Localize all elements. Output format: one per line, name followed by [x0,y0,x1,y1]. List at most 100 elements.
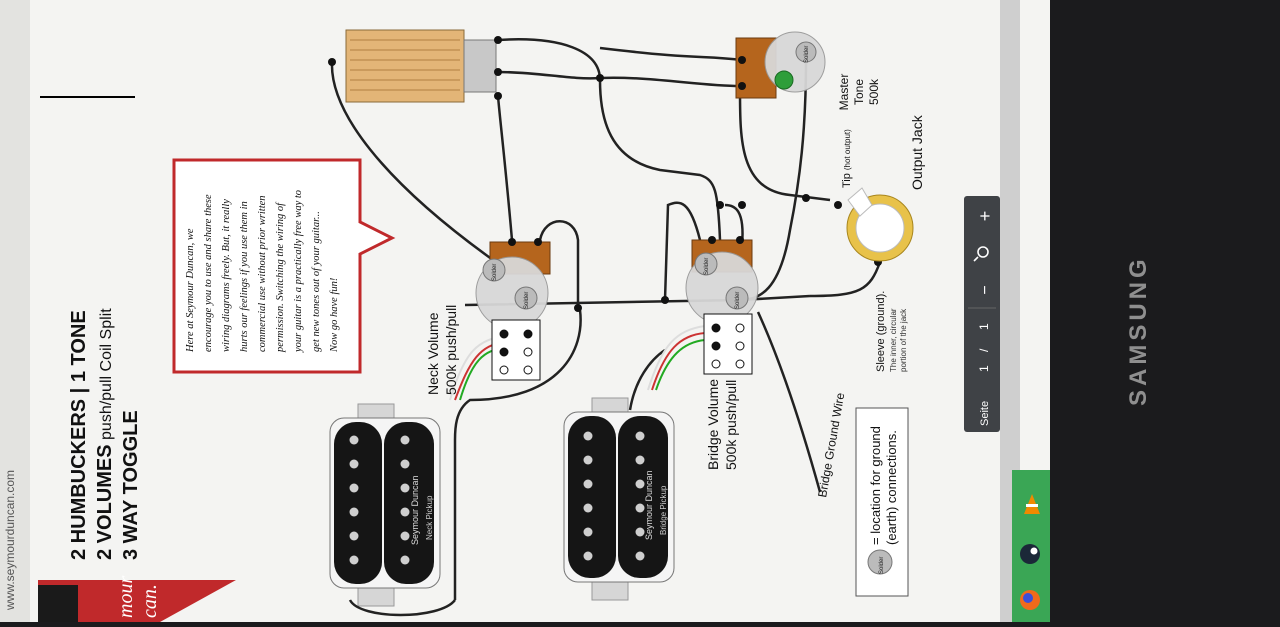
pole-piece [349,507,359,517]
solder-legend-icon [867,549,893,575]
pole-piece [635,455,645,465]
svg-text:Bridge Volume: Bridge Volume [705,379,721,470]
pole-piece [400,531,410,541]
vlc-icon[interactable] [1024,494,1040,514]
svg-text:permission. Switching the wiri: permission. Switching the wiring of [275,201,286,353]
svg-text:1: 1 [977,323,991,330]
pole-piece [583,479,593,489]
svg-text:= location for ground: = location for ground [868,426,883,545]
note-line: get new tones out of your guitar... [311,211,322,352]
svg-text:500k: 500k [867,78,881,105]
title-line-2: 2 VOLUMES push/pull Coil Split [94,308,116,560]
note-box: Here at Seymour Duncan, we encourage you … [172,158,396,374]
note-line: hurts our feelings if you use them in [239,201,250,352]
svg-text:3 WAY TOGGLE: 3 WAY TOGGLE [120,410,142,560]
zoom-out-button[interactable]: − [977,285,994,294]
switch-lug [711,359,721,369]
pole-piece [583,527,593,537]
svg-text:Master: Master [837,74,851,111]
svg-text:Solder: Solder [735,292,741,309]
pole-piece [583,503,593,513]
solder-label: Solder [524,292,530,309]
page-current[interactable]: 1 [977,365,991,372]
pole-piece [400,555,410,565]
url-text: www.seymourduncan.com [3,470,17,611]
svg-text:Now go have fun!: Now go have fun! [329,277,340,353]
svg-text:Solder: Solder [524,292,530,309]
svg-text:Here at Seymour Duncan, we: Here at Seymour Duncan, we [185,228,196,353]
zoom-in-button[interactable]: + [975,211,995,222]
switch-lug [499,329,509,339]
sleeve-label: Sleeve (ground). The inner, circular por… [875,291,908,372]
svg-text:Seymour Duncan: Seymour Duncan [644,470,654,540]
firefox-icon[interactable] [1020,590,1040,610]
monitor-brand-logo: SAMSUNG [1125,255,1152,406]
pole-piece [583,455,593,465]
switch-lug [523,329,533,339]
url-bar[interactable]: www.seymourduncan.com [3,470,17,611]
svg-text:The inner, circular: The inner, circular [889,308,898,372]
taskbar [1012,470,1050,622]
pole-piece [635,503,645,513]
svg-text:Solder: Solder [804,46,810,63]
pole-piece [349,555,359,565]
svg-text:Solder: Solder [879,557,885,574]
switch-lug [499,347,509,357]
pole-piece [583,551,593,561]
pole-piece [635,479,645,489]
pole-piece [635,431,645,441]
note-lines: Here at Seymour Duncan, we encourage you … [185,190,340,353]
svg-text:Neck Pickup: Neck Pickup [425,495,434,540]
solder-label: Solder [492,264,498,281]
bridge-volume-pot [685,236,759,375]
svg-text:500k push/pull: 500k push/pull [443,305,459,395]
svg-text:(earth) connections.: (earth) connections. [884,430,899,545]
svg-text:your guitar is a practically f: your guitar is a practically free way to [293,190,304,353]
steam-icon[interactable] [1020,544,1040,564]
svg-text:portion of the jack: portion of the jack [899,308,908,372]
switch-lug [735,341,745,351]
switch-lug [711,341,721,351]
logo-badge [38,585,78,622]
neck-volume-label: Neck Volume 500k push/pull [425,305,459,395]
switch-lug [735,359,745,369]
note-line: your guitar is a practically free way to [293,190,304,353]
logo-text-1: mour [115,576,137,618]
svg-text:commercial use without prior w: commercial use without prior written [257,195,268,352]
svg-text:+: + [975,211,995,222]
master-tone-label: Master Tone 500k [837,74,881,111]
pole-piece [349,459,359,469]
svg-text:get new tones out of your guit: get new tones out of your guitar... [311,211,322,352]
solder-label: Solder [804,46,810,63]
note-line: commercial use without prior written [257,195,268,352]
svg-text:Solder: Solder [492,264,498,281]
master-tone-pot [735,31,826,99]
pole-piece [635,551,645,561]
pole-piece [635,527,645,537]
svg-text:encourage you to use and share: encourage you to use and share these [203,194,214,352]
solder-label: Solder [735,292,741,309]
solder-label: Solder [704,258,710,275]
page-separator: / [977,348,991,352]
neck-volume-pot [475,238,551,381]
page-label: Seite [979,401,991,426]
pole-piece [583,431,593,441]
neck-solder-point-1 [482,258,506,282]
bridge-pickup: Seymour Duncan Bridge Pickup [563,397,675,601]
note-line: Here at Seymour Duncan, we [185,228,196,353]
title-line-3: 3 WAY TOGGLE [120,410,142,560]
bridge-solder-point-1 [694,252,718,276]
toggle-switch [345,29,497,103]
svg-text:Seymour Duncan: Seymour Duncan [410,475,420,545]
output-jack-label: Output Jack [909,114,925,190]
svg-text:2 VOLUMES push/pull Coil Split: 2 VOLUMES push/pull Coil Split [94,308,116,560]
svg-text:wiring diagrams freely. But, i: wiring diagrams freely. But, it really [221,199,232,352]
svg-text:hurts our feelings if you use: hurts our feelings if you use them in [239,201,250,352]
pole-piece [349,435,359,445]
note-line: encourage you to use and share these [203,194,214,352]
pole-piece [349,531,359,541]
zoom-icon[interactable] [973,246,989,262]
pole-piece [400,435,410,445]
tone-capacitor [774,70,794,90]
output-jack [846,187,914,262]
